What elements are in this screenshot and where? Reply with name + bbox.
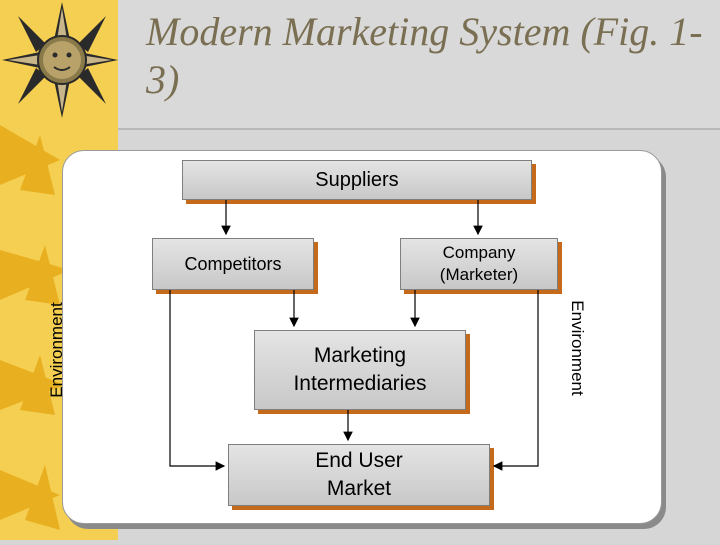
node-company-label: Company (Marketer) <box>439 243 519 284</box>
sun-pattern <box>0 2 118 530</box>
node-suppliers-label: Suppliers <box>315 168 399 191</box>
node-suppliers: Suppliers <box>182 160 532 200</box>
node-competitors: Competitors <box>152 238 314 290</box>
title-band <box>118 0 720 130</box>
arrow-competitors-to-end-user <box>169 290 226 471</box>
title-divider <box>118 128 720 130</box>
page-title: Modern Marketing System (Fig. 1-3) <box>146 9 703 102</box>
node-end-user: End User Market <box>228 444 490 506</box>
node-competitors-label: Competitors <box>184 253 282 274</box>
node-intermediaries-label: Marketing Intermediaries <box>293 344 427 395</box>
node-intermediaries: Marketing Intermediaries <box>254 330 466 410</box>
arrow-company-to-end-user <box>492 290 539 471</box>
node-company: Company (Marketer) <box>400 238 558 290</box>
sun-face-icon <box>2 2 118 118</box>
node-end-user-label: End User Market <box>315 449 403 500</box>
sun-ray-icon <box>0 125 70 530</box>
